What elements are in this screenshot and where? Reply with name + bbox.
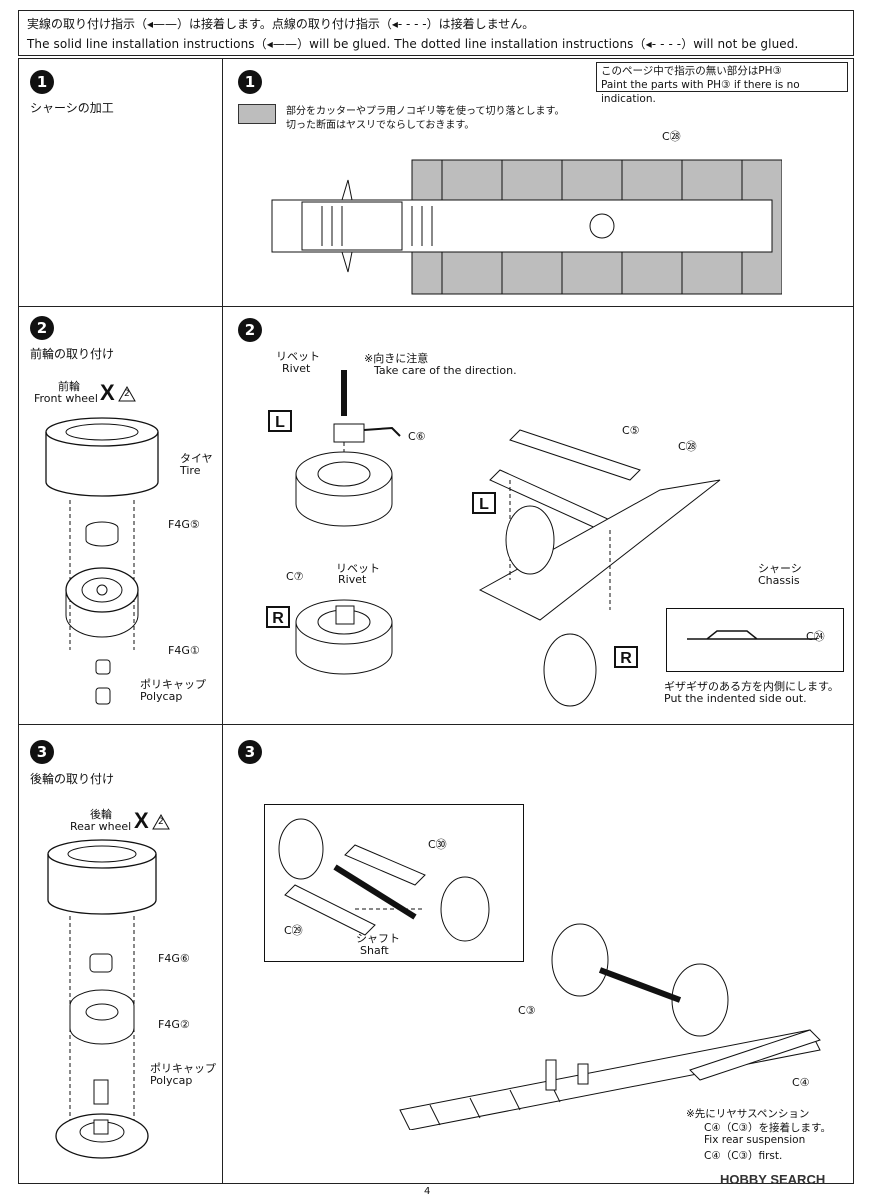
shaft-en: Shaft: [360, 944, 389, 957]
indent-note-en: Put the indented side out.: [664, 692, 807, 705]
step-3-number-left: 3: [30, 740, 54, 764]
fix-note-en-1: Fix rear suspension: [704, 1134, 806, 1146]
part-c7: C⑦: [286, 570, 304, 583]
front-wheel-exploded-diagram: [45, 417, 159, 705]
legend-en: The solid line installation instructions…: [27, 37, 799, 51]
cut-area-swatch: [238, 104, 276, 124]
rear-wheel-jp: 後輪: [90, 808, 112, 821]
part-f4g5: F4G⑤: [168, 518, 200, 531]
part-c28-step2: C㉘: [678, 440, 697, 453]
rear-quantity-mark: X: [134, 808, 149, 833]
paint-note-jp: このページ中で指示の無い部分はPH③: [601, 65, 782, 77]
part-c24: C㉔: [806, 630, 825, 643]
rear-polycap-en: Polycap: [150, 1074, 193, 1087]
polycap-jp: ポリキャップ: [140, 678, 206, 691]
column-divider: [222, 58, 223, 1184]
quantity-triangle-icon: 2: [118, 385, 136, 406]
fix-note-jp-1: ※先にリヤサスペンション: [686, 1108, 810, 1120]
step-1-number-right: 1: [238, 70, 262, 94]
front-suspension-assembly-diagram: [478, 429, 721, 707]
right-side-label-assembly: R: [614, 646, 638, 668]
rivet-jp: リベット: [276, 350, 320, 363]
part-c30: C㉚: [428, 838, 447, 851]
direction-note-en: Take care of the direction.: [374, 364, 517, 377]
front-wheel-jp: 前輪: [58, 380, 80, 393]
part-c29: C㉙: [284, 924, 303, 937]
rear-wheel-exploded-diagram: [47, 839, 157, 1159]
quantity-mark: X: [100, 380, 115, 405]
step-2-number-left: 2: [30, 316, 54, 340]
indent-note-jp: ギザギザのある方を内側にします。: [664, 680, 839, 693]
step-1-title: シャーシの加工: [30, 101, 114, 115]
rear-axle-detail-box: [264, 804, 524, 962]
rear-quantity-triangle-icon: 2: [152, 813, 170, 834]
left-side-label-assembly: L: [472, 492, 496, 514]
fix-note-en-2: C④（C③）first.: [704, 1150, 783, 1162]
front-wheel-en: Front wheel: [34, 392, 98, 405]
instruction-frame: [18, 58, 854, 1184]
cut-instruction-jp-2: 切った断面はヤスリでならしておきます。: [286, 120, 475, 131]
part-c3: C③: [518, 1004, 536, 1017]
right-side-label: R: [266, 606, 290, 628]
step-2-number-right: 2: [238, 318, 262, 342]
rivet2-en: Rivet: [338, 573, 367, 586]
glue-legend-header: 実線の取り付け指示（◂——）は接着します。点線の取り付け指示（◂- - - -）…: [18, 10, 854, 56]
direction-note-jp: ※向きに注意: [364, 352, 429, 365]
part-c5: C⑤: [622, 424, 640, 437]
part-c4: C④: [792, 1076, 810, 1089]
tire-en: Tire: [180, 464, 201, 477]
rivet2-jp: リベット: [336, 562, 380, 575]
chassis-en: Chassis: [758, 574, 800, 587]
rear-suspension-assembly-diagram: [399, 923, 821, 1130]
part-f4g6: F4G⑥: [158, 952, 190, 965]
rivet-en: Rivet: [282, 362, 311, 375]
rear-wheel-en: Rear wheel: [70, 820, 132, 833]
page-number: 4: [424, 1186, 431, 1197]
paint-note-box: このページ中で指示の無い部分はPH③ Paint the parts with …: [596, 62, 848, 105]
cut-instruction-jp-1: 部分をカッターやプラ用ノコギリ等を使って切り落とします。: [286, 106, 565, 117]
step-1-number-left: 1: [30, 70, 54, 94]
rear-polycap-jp: ポリキャップ: [150, 1062, 216, 1075]
part-f4g1: F4G①: [168, 644, 200, 657]
left-side-label: L: [268, 410, 292, 432]
row-divider-2: [18, 724, 854, 725]
watermark: HOBBY SEARCH: [720, 1172, 826, 1187]
chassis-cut-diagram: [271, 159, 782, 295]
polycap-en: Polycap: [140, 690, 183, 703]
step-3-title: 後輪の取り付け: [30, 772, 115, 786]
paint-note-en: Paint the parts with PH③ if there is no …: [601, 79, 800, 105]
row-divider-1: [18, 306, 854, 307]
shaft-jp: シャフト: [356, 932, 400, 945]
chassis-jp: シャーシ: [758, 562, 802, 575]
front-axle-parts-diagram: [295, 370, 401, 675]
part-c6: C⑥: [408, 430, 426, 443]
step-3-number-right: 3: [238, 740, 262, 764]
part-f4g2: F4G②: [158, 1018, 190, 1031]
chassis-detail-box: [666, 608, 844, 672]
fix-note-jp-2: C④（C③）を接着します。: [704, 1122, 831, 1134]
step-2-title: 前輪の取り付け: [30, 347, 115, 361]
legend-jp: 実線の取り付け指示（◂——）は接着します。点線の取り付け指示（◂- - - -）…: [27, 17, 535, 31]
part-c28-step1: C㉘: [662, 130, 681, 143]
tire-jp: タイヤ: [180, 452, 213, 465]
